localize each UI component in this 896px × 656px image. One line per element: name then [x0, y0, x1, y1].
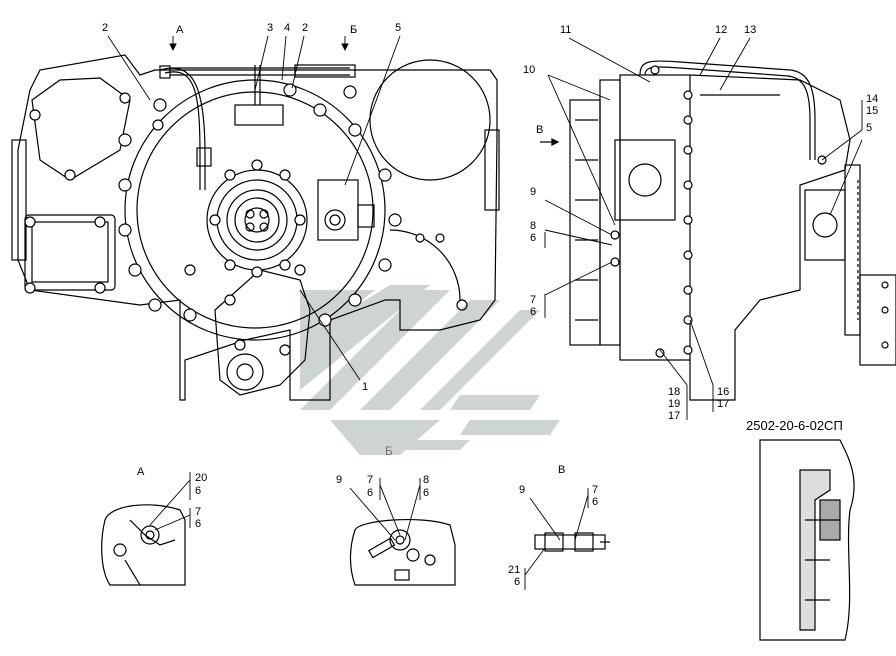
callout-6-detail-v: 6 — [592, 496, 599, 508]
callout-5-side: 5 — [866, 122, 873, 134]
callout-19: 19 — [668, 398, 681, 410]
detail-label-a: А — [137, 466, 145, 478]
callout-4: 4 — [284, 22, 291, 34]
callout-10: 10 — [523, 64, 536, 76]
front-view — [11, 54, 500, 401]
callout-7-detail-a: 7 — [195, 506, 202, 518]
view-label-b: Б — [350, 24, 358, 36]
callout-2: 2 — [102, 22, 109, 34]
callout-6-detail-a: 6 — [195, 485, 202, 497]
callout-1: 1 — [362, 381, 369, 393]
section-detail — [759, 439, 855, 641]
watermark-letter: Б — [385, 444, 393, 458]
callout-21: 21 — [508, 564, 521, 576]
leader-lines — [107, 35, 863, 590]
callout-14: 14 — [866, 93, 879, 105]
callout-7-detail-b: 7 — [367, 474, 374, 486]
callout-8: 8 — [530, 220, 537, 232]
callout-6-detail-a-lower: 6 — [195, 518, 202, 530]
callout-2-second: 2 — [302, 22, 309, 34]
callout-16: 16 — [717, 386, 730, 398]
detail-b — [349, 518, 456, 586]
detail-v — [534, 532, 610, 552]
callout-7-detail-v: 7 — [592, 484, 599, 496]
callout-6-lower: 6 — [530, 306, 537, 318]
document-code: 2502-20-6-02СП — [746, 418, 843, 433]
front-view-bolts — [24, 83, 445, 356]
callout-17: 17 — [668, 410, 681, 422]
callout-6: 6 — [530, 232, 537, 244]
callout-13: 13 — [744, 24, 757, 36]
callout-8-detail-b: 8 — [423, 474, 430, 486]
callout-9-detail-b: 9 — [336, 474, 343, 486]
watermark-logo — [300, 285, 560, 455]
callout-20: 20 — [195, 472, 208, 484]
callout-7: 7 — [530, 294, 537, 306]
side-view-bolts — [610, 65, 889, 358]
side-view — [540, 60, 896, 401]
callout-18: 18 — [668, 386, 681, 398]
view-label-a: А — [176, 24, 184, 36]
callout-11: 11 — [560, 24, 572, 36]
callout-6-detail-b-right: 6 — [423, 487, 430, 499]
callout-9-detail-v: 9 — [519, 484, 526, 496]
callout-3: 3 — [267, 22, 274, 34]
callout-6-detail-v-lower: 6 — [514, 576, 521, 588]
detail-label-v: В — [558, 464, 566, 476]
callout-17-right: 17 — [717, 398, 730, 410]
view-label-v: В — [536, 124, 544, 136]
callout-15: 15 — [866, 105, 879, 117]
detail-a — [101, 504, 186, 586]
callout-5: 5 — [395, 22, 402, 34]
callout-12: 12 — [715, 24, 728, 36]
callout-6-detail-b: 6 — [367, 487, 374, 499]
callout-9: 9 — [530, 186, 537, 198]
